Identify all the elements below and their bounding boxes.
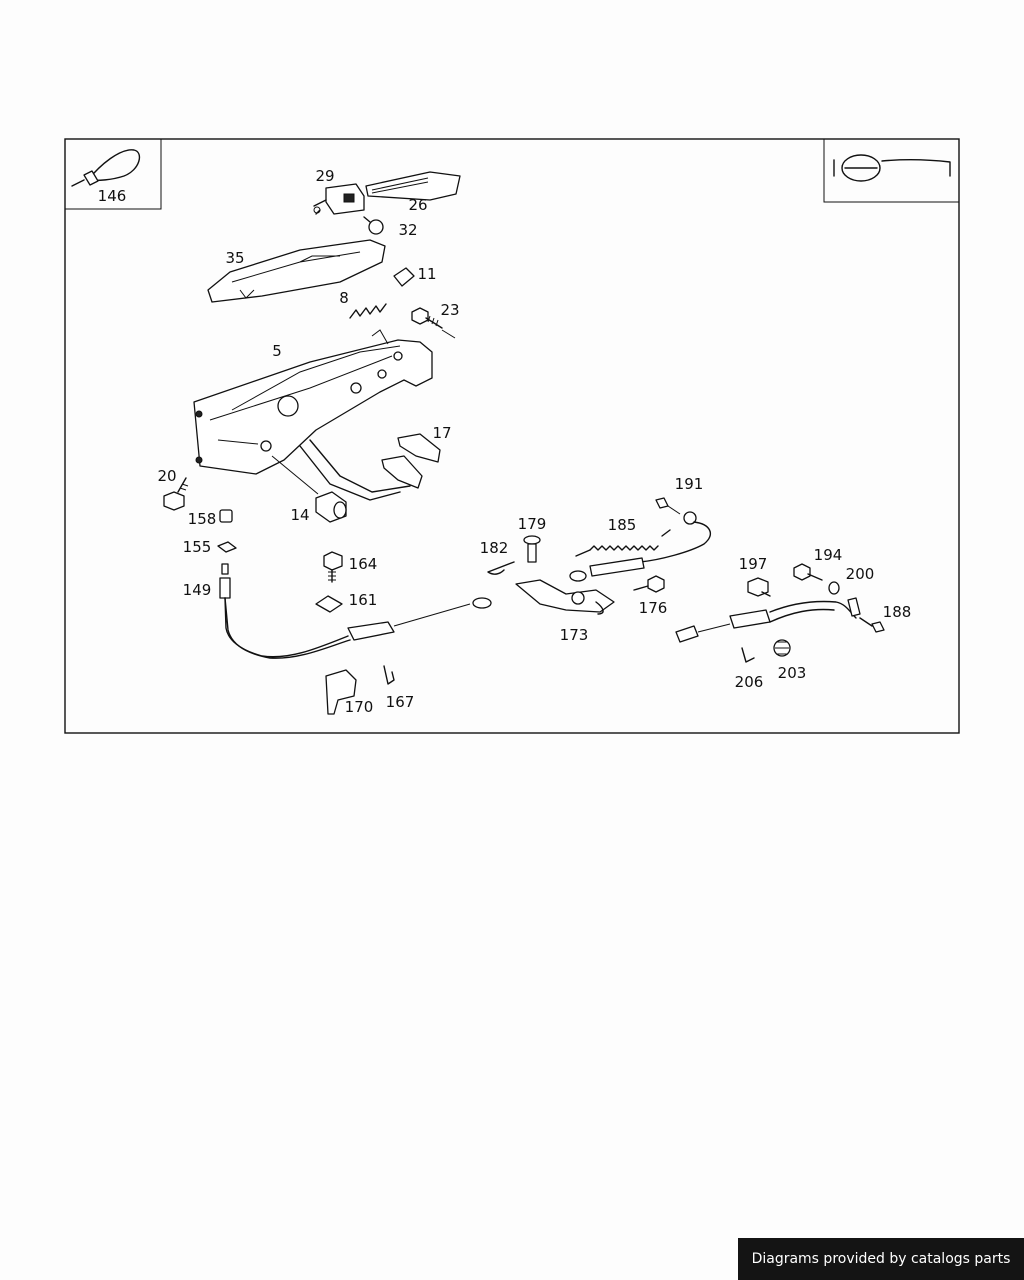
steering-wheel-icon xyxy=(823,139,959,203)
switch-assembly xyxy=(313,171,461,215)
callout-20: 20 xyxy=(157,467,176,485)
spring-8 xyxy=(349,303,387,319)
callout-17: 17 xyxy=(432,424,451,442)
cap-158 xyxy=(219,509,233,523)
cable-191 xyxy=(569,497,712,582)
callout-155: 155 xyxy=(183,538,212,556)
washer-200 xyxy=(828,581,840,595)
clip-167 xyxy=(383,665,395,685)
bushing-14 xyxy=(315,491,347,523)
callout-5: 5 xyxy=(272,342,282,360)
callout-149: 149 xyxy=(183,581,212,599)
callout-146: 146 xyxy=(98,187,127,205)
callout-labels: 146 29 26 32 35 11 8 23 5 17 20 158 14 1… xyxy=(98,167,912,716)
callout-14: 14 xyxy=(290,506,309,524)
bolt-20 xyxy=(163,477,189,511)
cable-149 xyxy=(219,563,492,659)
cover-35 xyxy=(207,239,386,303)
holder-170 xyxy=(325,669,357,715)
callout-8: 8 xyxy=(339,289,349,307)
callout-182: 182 xyxy=(480,539,509,557)
callout-200: 200 xyxy=(846,565,875,583)
screw-164 xyxy=(323,551,343,583)
callout-185: 185 xyxy=(608,516,637,534)
credit-banner: Diagrams provided by catalogs parts xyxy=(738,1238,1024,1280)
clip-161 xyxy=(315,595,343,613)
callout-170: 170 xyxy=(345,698,374,716)
callout-11: 11 xyxy=(417,265,436,283)
callout-29: 29 xyxy=(315,167,334,185)
cable-188 xyxy=(675,597,885,643)
pin-179 xyxy=(523,535,541,563)
callout-161: 161 xyxy=(349,591,378,609)
callout-32: 32 xyxy=(398,221,417,239)
callout-191: 191 xyxy=(675,475,704,493)
callout-179: 179 xyxy=(518,515,547,533)
bolt-194 xyxy=(793,563,823,581)
screw-32 xyxy=(363,216,384,235)
spring-185 xyxy=(575,529,671,557)
callout-35: 35 xyxy=(225,249,244,267)
cable-tie-icon xyxy=(65,139,162,210)
lever-173 xyxy=(515,579,615,615)
callout-158: 158 xyxy=(188,510,217,528)
callout-176: 176 xyxy=(639,599,668,617)
nut-197 xyxy=(747,577,771,597)
bushing-11 xyxy=(393,267,415,287)
clip-155 xyxy=(217,541,237,553)
pin-182 xyxy=(487,561,515,575)
bolt-23 xyxy=(411,307,456,339)
grommet-203 xyxy=(773,639,791,657)
callout-197: 197 xyxy=(739,555,768,573)
callout-173: 173 xyxy=(560,626,589,644)
callout-26: 26 xyxy=(408,196,427,214)
pedal-bracket-5 xyxy=(193,329,433,501)
clip-206 xyxy=(741,647,755,663)
bolt-176 xyxy=(633,575,665,593)
callout-194: 194 xyxy=(814,546,843,564)
callout-203: 203 xyxy=(778,664,807,682)
callout-206: 206 xyxy=(735,673,764,691)
callout-167: 167 xyxy=(386,693,415,711)
diagram-frame xyxy=(64,138,960,734)
callout-23: 23 xyxy=(440,301,459,319)
callout-188: 188 xyxy=(883,603,912,621)
pedal-pads-17 xyxy=(381,433,441,489)
callout-164: 164 xyxy=(349,555,378,573)
